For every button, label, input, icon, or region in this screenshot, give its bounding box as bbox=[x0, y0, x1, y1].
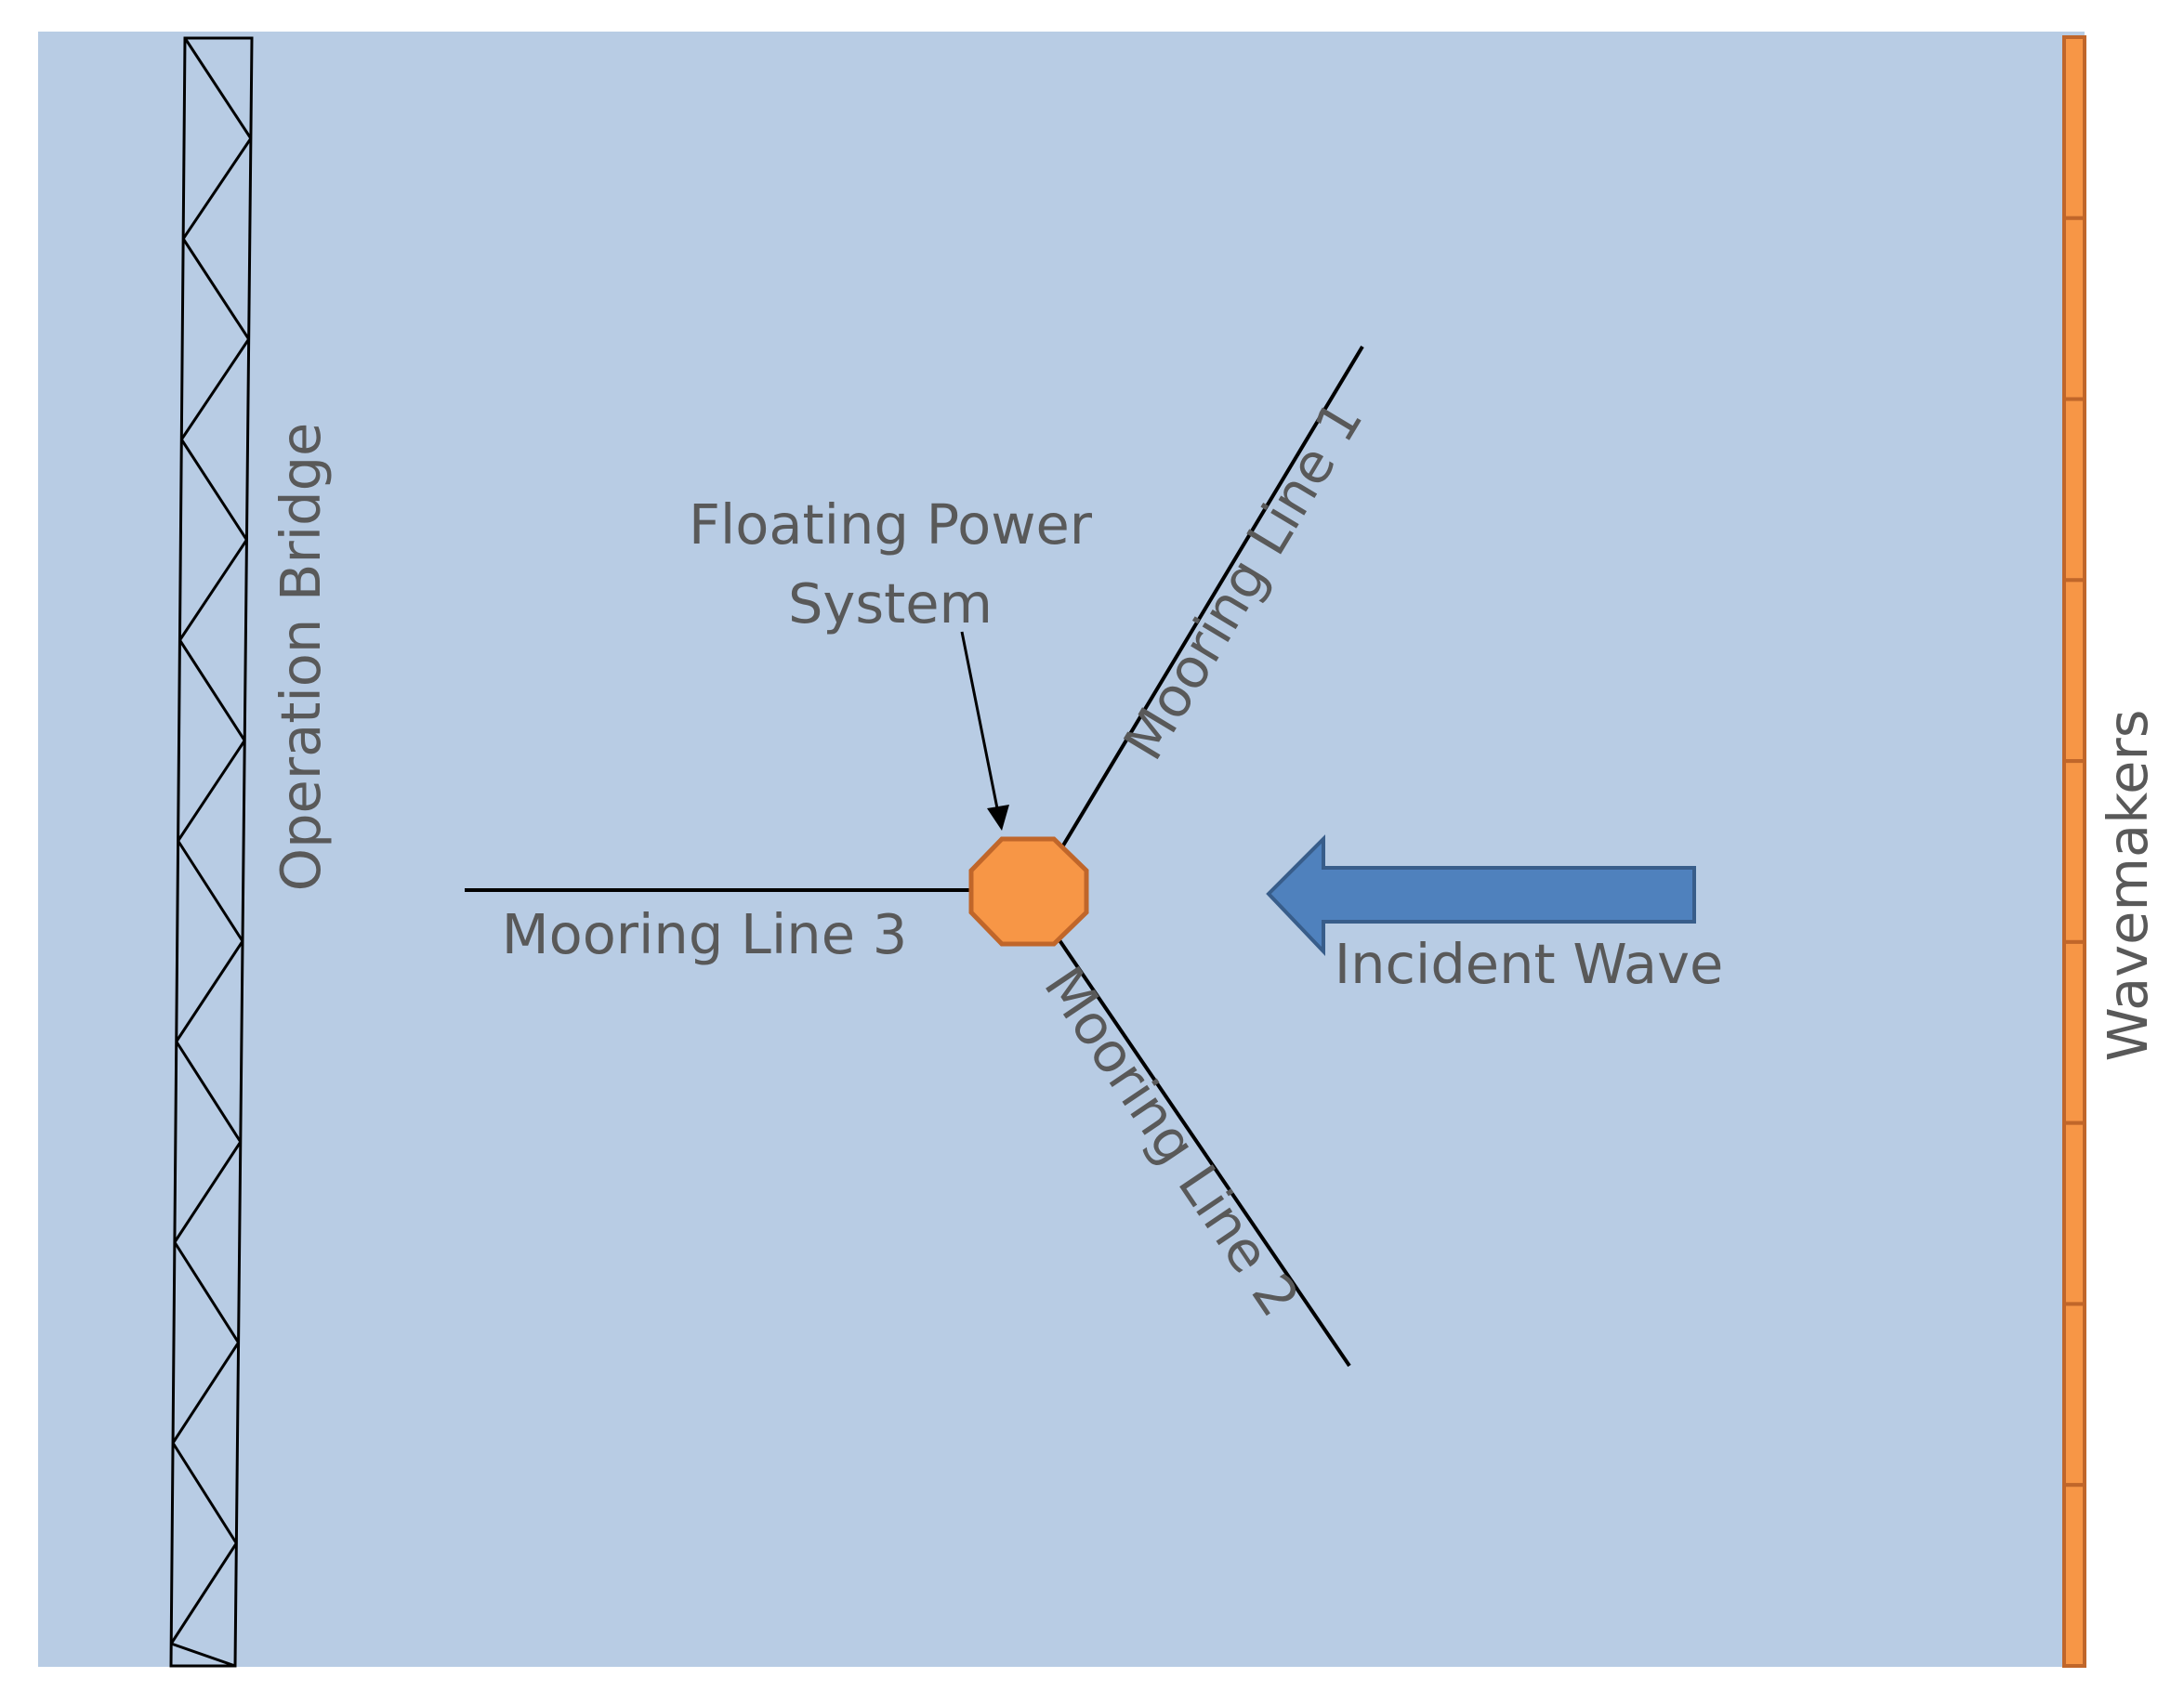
pointer-arrowhead bbox=[987, 805, 1009, 831]
floating-power-system-label-line2: System bbox=[788, 571, 993, 636]
incident-wave-arrow bbox=[1266, 834, 1696, 957]
wavemaker-paddle bbox=[2062, 216, 2086, 401]
bridge-diagonal bbox=[171, 1442, 238, 1544]
bridge-diagonal bbox=[180, 338, 250, 440]
bridge-diagonal bbox=[175, 940, 244, 1042]
bridge-diagonal bbox=[173, 1241, 240, 1344]
wavemaker-paddle bbox=[2062, 1483, 2086, 1668]
bridge-diagonal bbox=[171, 1342, 240, 1444]
pointer-line bbox=[960, 631, 999, 809]
bridge-diagonal bbox=[183, 37, 253, 139]
mooring-line-1 bbox=[1061, 345, 1364, 847]
wavemakers-strip bbox=[2062, 35, 2086, 1668]
bridge-diagonal bbox=[173, 1141, 243, 1243]
wavemaker-paddle bbox=[2062, 939, 2086, 1125]
bridge-diagonal bbox=[169, 1542, 238, 1645]
mooring-line-2 bbox=[1058, 938, 1351, 1368]
bridge-diagonal bbox=[180, 439, 248, 541]
wavemakers-label: Wavemakers bbox=[2096, 710, 2160, 1062]
wavemaker-paddle bbox=[2062, 397, 2086, 583]
bridge-diagonal bbox=[181, 138, 253, 240]
bridge-diagonal bbox=[170, 1642, 236, 1668]
bridge-diagonal bbox=[178, 539, 248, 641]
bridge-diagonal bbox=[177, 840, 244, 942]
operation-bridge-truss bbox=[169, 36, 254, 1668]
wavemaker-paddle bbox=[2062, 1121, 2086, 1306]
wavemaker-paddle bbox=[2062, 35, 2086, 220]
floating-power-system-label-line1: Floating Power bbox=[689, 492, 1093, 557]
wavemaker-paddle bbox=[2062, 578, 2086, 764]
mooring-line-3-label: Mooring Line 3 bbox=[502, 902, 908, 966]
incident-wave-label: Incident Wave bbox=[1335, 932, 1724, 996]
bridge-diagonal bbox=[178, 639, 246, 741]
wavemaker-paddle bbox=[2062, 759, 2086, 944]
floating-power-system bbox=[968, 836, 1089, 947]
operation-bridge-label: Operation Bridge bbox=[269, 423, 333, 892]
bridge-diagonal bbox=[177, 740, 246, 842]
bridge-diagonal bbox=[175, 1041, 243, 1143]
bridge-diagonal bbox=[181, 238, 250, 340]
wavemaker-paddle bbox=[2062, 1302, 2086, 1488]
